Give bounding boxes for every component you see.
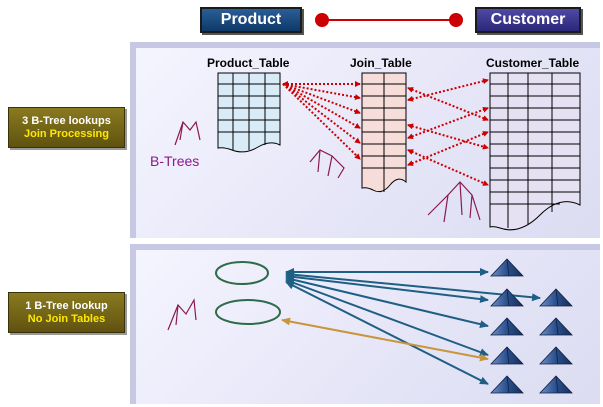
join-processing-label-line1: 3 B-Tree lookups <box>22 114 111 127</box>
product-join-arrows <box>282 81 361 160</box>
customer-table-icon <box>489 72 581 231</box>
connector-dot-right <box>449 13 463 27</box>
pyramid-icon <box>490 317 524 336</box>
no-join-label-line2: No Join Tables <box>27 312 106 325</box>
pyramid-icon <box>539 346 573 365</box>
connector-dot-left <box>315 13 329 27</box>
product-header-button[interactable]: Product <box>200 7 302 33</box>
join-customer-arrows <box>407 78 489 186</box>
pyramid-icon <box>490 258 524 277</box>
btree-glyph-bottom <box>167 298 197 331</box>
no-join-label: 1 B-Tree lookup No Join Tables <box>8 292 125 333</box>
join-processing-label-line2: Join Processing <box>24 127 109 140</box>
btree-glyph-left <box>174 120 201 146</box>
btree-glyph-right <box>427 181 481 223</box>
product-table-icon <box>217 72 281 153</box>
highlighted-lookup-arrow <box>281 317 489 362</box>
btree-glyph-mid <box>309 149 345 179</box>
join-table-icon <box>361 72 407 193</box>
customer-table-title: Customer_Table <box>486 56 580 70</box>
index-ellipse-bottom <box>215 299 281 325</box>
customer-header-button[interactable]: Customer <box>475 7 581 33</box>
data-block-pyramids <box>490 258 573 394</box>
join-table-title: Join_Table <box>350 56 412 70</box>
pyramid-icon <box>539 288 573 307</box>
pyramid-icon <box>539 375 573 394</box>
index-ellipse-top <box>215 261 269 285</box>
join-processing-label: 3 B-Tree lookups Join Processing <box>8 107 125 148</box>
pyramid-icon <box>490 375 524 394</box>
header-connector <box>315 13 463 27</box>
pyramid-icon <box>539 317 573 336</box>
btree-label: B-Trees <box>150 153 199 169</box>
no-join-label-line1: 1 B-Tree lookup <box>25 299 108 312</box>
pyramid-icon <box>490 288 524 307</box>
pyramid-icon <box>490 346 524 365</box>
product-table-title: Product_Table <box>207 56 290 70</box>
